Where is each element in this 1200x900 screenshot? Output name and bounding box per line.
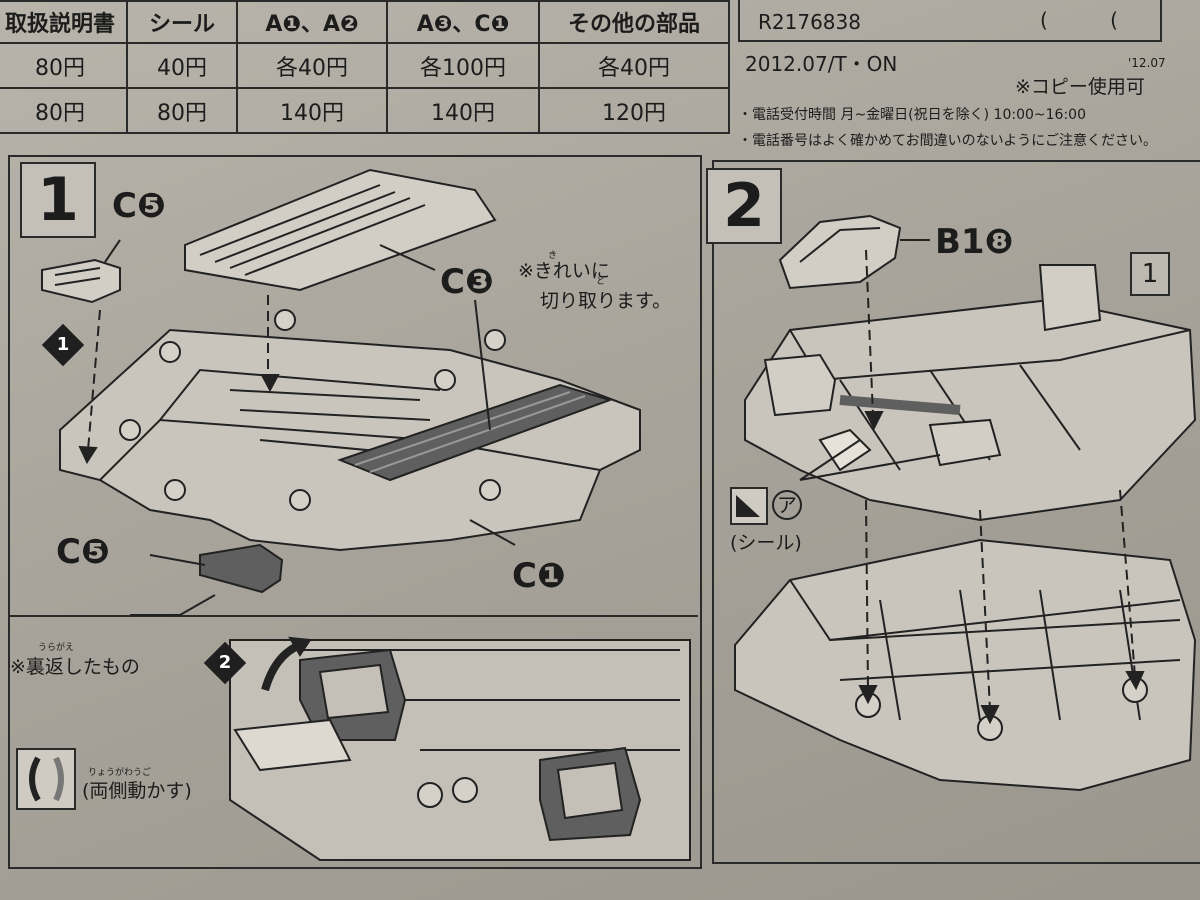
step-2-panel bbox=[712, 160, 1200, 864]
price-table-header-row: 取扱説明書 シール A❶、A❷ A❸、C❶ その他の部品 bbox=[0, 0, 730, 44]
parts-price-table: 取扱説明書 シール A❶、A❷ A❸、C❶ その他の部品 80円 40円 各40… bbox=[0, 0, 730, 134]
price-cell: 各40円 bbox=[236, 42, 388, 89]
note-cut-ruby-to: と bbox=[596, 277, 606, 287]
step-1-panel bbox=[8, 155, 702, 869]
price-cell: 80円 bbox=[0, 87, 128, 134]
price-table-row: 80円 40円 各40円 各100円 各40円 bbox=[0, 42, 730, 89]
product-code: R2176838 bbox=[758, 10, 861, 34]
move-both-sides-note: (両側動かす) bbox=[82, 780, 192, 802]
order-info-box bbox=[738, 0, 1162, 42]
price-cell: 140円 bbox=[236, 87, 388, 134]
step-1-subdivider bbox=[8, 615, 698, 617]
step-number-1: 1 bbox=[20, 162, 96, 238]
note-cut-line-1: ※きれいに bbox=[518, 260, 610, 282]
move-note-ruby: りょうがわうご bbox=[88, 768, 152, 778]
phone-hours-note: ・電話受付時間 月~金曜日(祝日を除く) 10:00~16:00 bbox=[738, 107, 1086, 123]
part-label-b18: B1❽ bbox=[935, 222, 1014, 262]
info-parentheses: ( ( bbox=[1040, 8, 1146, 32]
price-cell: 80円 bbox=[0, 42, 128, 89]
note-cut-ruby-ki: き bbox=[548, 251, 558, 261]
reverse-note: ※裏返したもの bbox=[10, 656, 140, 678]
price-cell: 各40円 bbox=[538, 42, 730, 89]
step-number-2: 2 bbox=[706, 168, 782, 244]
header-other-parts: その他の部品 bbox=[538, 0, 730, 44]
sticker-mark-a: ア bbox=[772, 490, 802, 520]
print-date: 2012.07/T・ON bbox=[745, 52, 898, 76]
price-cell: 140円 bbox=[386, 87, 540, 134]
price-cell: 各100円 bbox=[386, 42, 540, 89]
part-label-c5-top: C❺ bbox=[112, 186, 166, 226]
part-label-c5-bottom: C❺ bbox=[56, 532, 110, 572]
header-sticker: シール bbox=[126, 0, 238, 44]
copy-allowed-note: ※コピー使用可 bbox=[1015, 76, 1145, 98]
move-both-sides-icon bbox=[16, 748, 76, 810]
print-date-small: '12.07 bbox=[1128, 56, 1166, 70]
order-marker-1: 1 bbox=[41, 323, 85, 367]
price-table-row: 80円 80円 140円 140円 120円 bbox=[0, 87, 730, 134]
sticker-label: (シール) bbox=[730, 532, 802, 554]
part-label-c3: C❸ bbox=[440, 262, 494, 302]
part-label-c1: C❶ bbox=[512, 556, 566, 596]
note-cut-line-2: 切り取ります。 bbox=[540, 290, 672, 312]
price-cell: 120円 bbox=[538, 87, 730, 134]
header-manual: 取扱説明書 bbox=[0, 0, 128, 44]
header-a3-c1: A❸、C❶ bbox=[386, 0, 540, 44]
sticker-icon bbox=[730, 487, 768, 525]
price-cell: 40円 bbox=[126, 42, 238, 89]
order-marker-2: 2 bbox=[203, 641, 247, 685]
price-cell: 80円 bbox=[126, 87, 238, 134]
reference-step-1-box: 1 bbox=[1130, 252, 1170, 296]
phone-caution-note: ・電話番号はよく確かめてお間違いのないようにご注意ください。 bbox=[738, 133, 1158, 149]
reverse-note-ruby: うらがえ bbox=[38, 643, 75, 653]
header-a1-a2: A❶、A❷ bbox=[236, 0, 388, 44]
